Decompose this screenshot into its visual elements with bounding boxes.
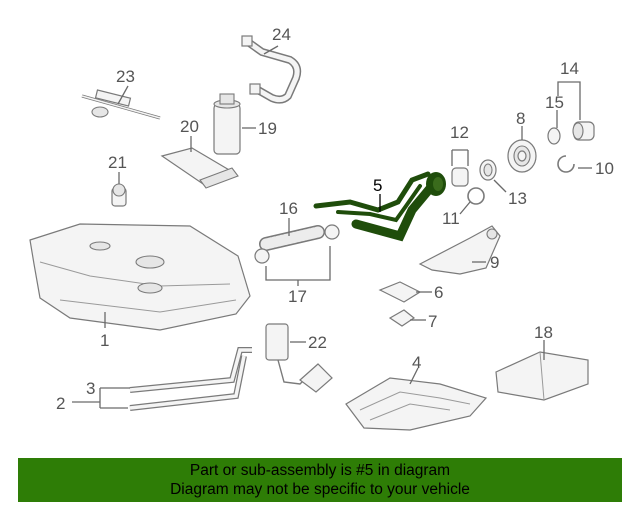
callout-24: 24 xyxy=(272,25,291,44)
callout-7: 7 xyxy=(428,312,437,331)
part-5-filler-pipe xyxy=(313,171,446,242)
part-17-clamps xyxy=(254,224,340,286)
part-23-sender-gauge xyxy=(81,89,161,120)
part-15-seal xyxy=(547,110,561,145)
part-21-valve xyxy=(111,172,127,207)
callout-15: 15 xyxy=(545,93,564,112)
part-18-canister xyxy=(495,340,589,401)
callout-2: 2 xyxy=(56,394,65,413)
part-8-housing xyxy=(507,126,537,173)
callout-13: 13 xyxy=(508,189,527,208)
callout-21: 21 xyxy=(108,153,127,172)
callout-14: 14 xyxy=(560,59,579,78)
part-14-neck xyxy=(557,81,595,141)
callout-19: 19 xyxy=(258,119,277,138)
callout-4: 4 xyxy=(412,353,421,372)
callout-12: 12 xyxy=(450,123,469,142)
part-2-3-tank-bands xyxy=(72,347,252,411)
callout-6: 6 xyxy=(434,283,443,302)
callout-11: 11 xyxy=(442,209,460,228)
part-1-fuel-tank xyxy=(29,223,251,331)
banner-line-part: Part or sub-assembly is #5 in diagram xyxy=(189,462,451,479)
callout-10: 10 xyxy=(595,159,614,178)
part-6-bracket xyxy=(378,281,432,303)
part-22-valve xyxy=(265,323,333,393)
callout-5: 5 xyxy=(373,176,382,195)
callout-22: 22 xyxy=(308,333,327,352)
callout-17: 17 xyxy=(288,287,307,306)
part-10-clip xyxy=(557,155,592,173)
part-20-filter xyxy=(160,136,239,189)
part-13-grommet xyxy=(479,159,507,193)
callout-16: 16 xyxy=(279,199,298,218)
callout-9: 9 xyxy=(490,253,499,272)
part-12-cap xyxy=(451,149,469,187)
callout-18: 18 xyxy=(534,323,553,342)
part-19-fuel-pump xyxy=(213,93,256,155)
info-banner: Part or sub-assembly is #5 in diagram Di… xyxy=(18,458,622,502)
banner-line-disclaimer: Diagram may not be specific to your vehi… xyxy=(170,481,470,498)
part-16-filler-hose xyxy=(259,218,325,251)
callout-1: 1 xyxy=(100,331,109,350)
callout-23: 23 xyxy=(116,67,135,86)
callout-8: 8 xyxy=(516,109,525,128)
parts-diagram: 1 2 3 4 5 6 7 8 9 10 11 12 13 14 15 16 1… xyxy=(29,25,614,431)
part-11-ring xyxy=(459,187,485,215)
part-4-shield xyxy=(345,367,488,431)
part-9-bracket xyxy=(418,225,501,275)
callout-3: 3 xyxy=(86,379,95,398)
part-24-hose xyxy=(241,35,302,104)
part-7-bracket xyxy=(388,309,426,327)
callout-20: 20 xyxy=(180,117,199,136)
